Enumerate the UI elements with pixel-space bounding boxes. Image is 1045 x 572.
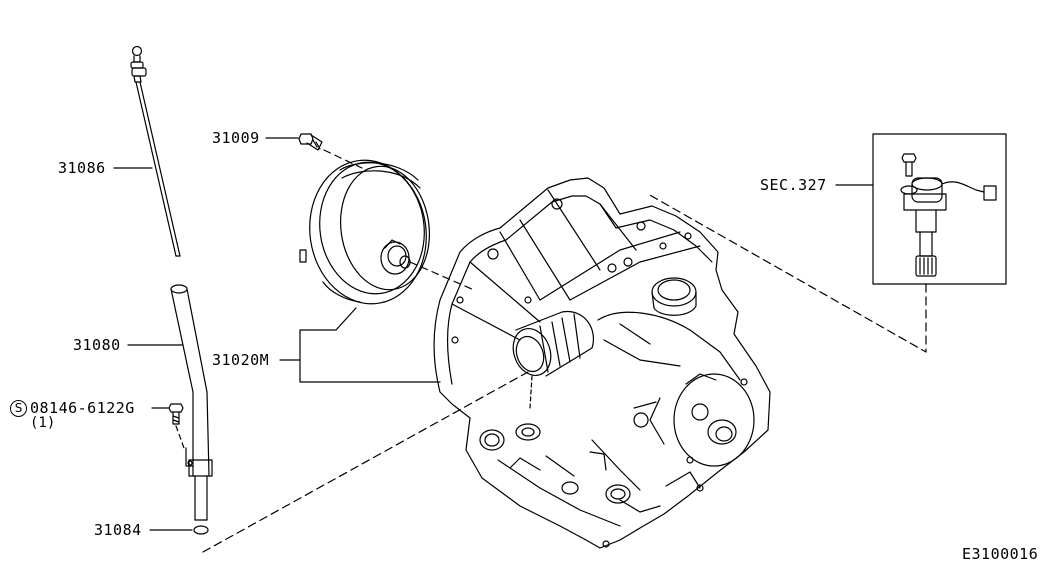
converter-bolt-dash	[323, 149, 363, 169]
special-bolt-symbol: S	[10, 400, 27, 417]
torque-converter-drawing[interactable]	[299, 153, 437, 312]
bolt-quantity: (1)	[30, 415, 56, 431]
part-label-31009[interactable]: 31009	[212, 129, 260, 147]
o-ring-drawing[interactable]	[193, 525, 209, 535]
converter-dash-line	[409, 261, 475, 291]
converter-bolt-drawing[interactable]	[298, 133, 323, 151]
part-label-31084[interactable]: 31084	[94, 521, 142, 539]
part-label-31080[interactable]: 31080	[73, 336, 121, 354]
part-label-bolt[interactable]: 08146-6122G	[30, 399, 135, 417]
o-ring-dash-line	[202, 371, 529, 553]
transaxle-case-drawing[interactable]	[433, 177, 771, 549]
part-label-31086[interactable]: 31086	[58, 159, 106, 177]
section-inset-box[interactable]	[872, 133, 1007, 285]
section-dash-line	[647, 193, 927, 353]
dipstick-drawing[interactable]	[130, 45, 181, 257]
section-reference-label[interactable]: SEC.327	[760, 176, 827, 194]
bolt-dash-line	[175, 425, 185, 449]
bolt-drawing[interactable]	[168, 403, 184, 425]
figure-code: E3100016	[962, 545, 1039, 563]
charging-pipe-drawing[interactable]	[170, 284, 213, 521]
part-label-31020m[interactable]: 31020M	[212, 351, 270, 369]
speed-sensor-drawing[interactable]	[900, 153, 997, 277]
leader-31020m	[279, 307, 441, 383]
